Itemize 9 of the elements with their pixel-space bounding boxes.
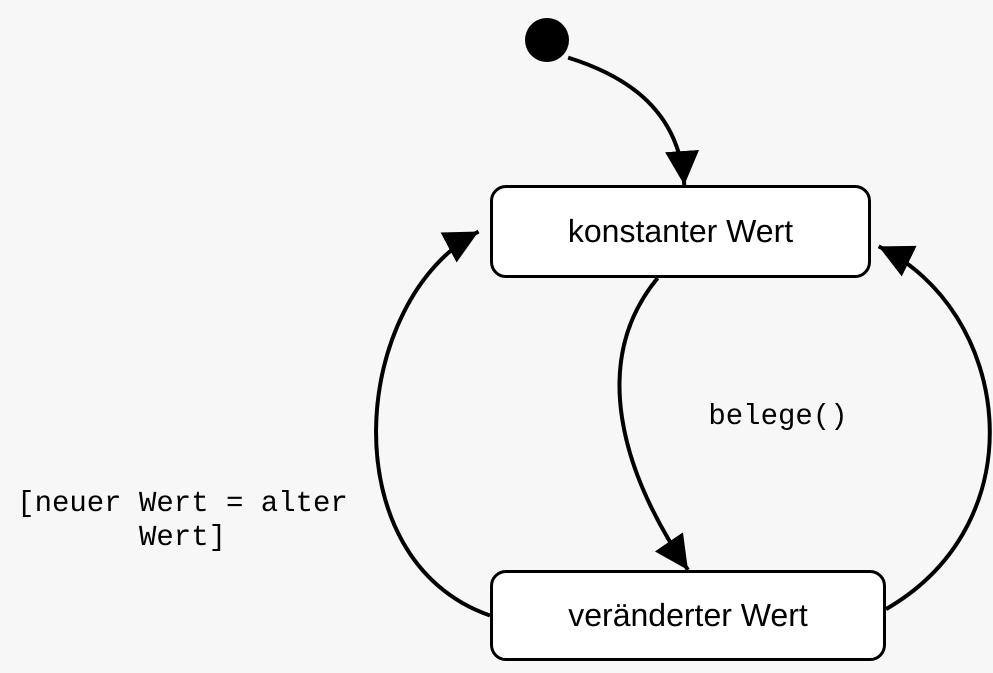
transition-arrow	[567, 56, 698, 186]
transition-arrow	[374, 230, 491, 618]
edge-label: [neuer Wert = alter Wert]	[16, 487, 349, 555]
transition-arrow	[878, 244, 992, 611]
edge-label: belege()	[707, 400, 849, 434]
initial-state-dot	[525, 18, 569, 62]
state-box: konstanter Wert	[490, 185, 871, 278]
transition-arrow	[618, 276, 690, 572]
state-box: veränderter Wert	[490, 570, 886, 661]
